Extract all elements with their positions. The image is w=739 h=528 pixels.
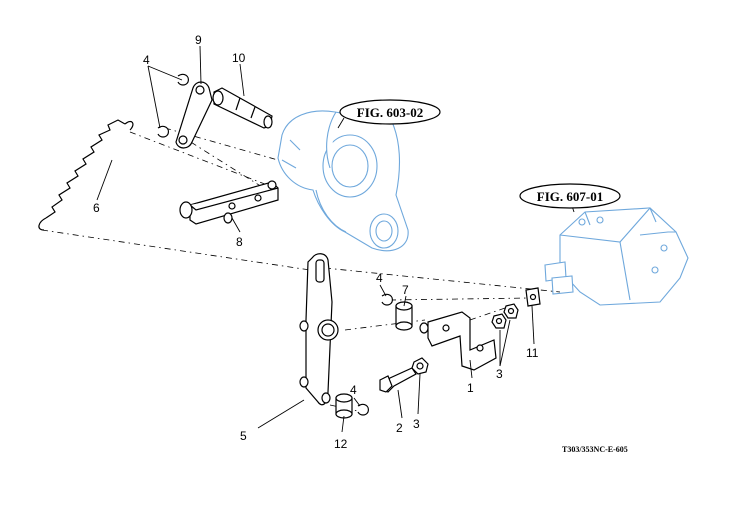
reference-housing-603-02 [277,110,409,252]
e-rings-upper [157,73,189,138]
callout-8: 8 [236,235,243,249]
bushing-part-12 [335,393,353,419]
callout-4-lower: 4 [350,383,357,397]
callout-1: 1 [467,381,474,395]
diagram-code: T303/353NC-E-605 [562,445,628,454]
shaft-part-10 [212,87,273,129]
callout-6: 6 [93,201,100,215]
callout-5: 5 [240,429,247,443]
callout-3-lower: 3 [413,417,420,431]
callout-9: 9 [195,33,202,47]
nut-part-3-lower [411,357,429,375]
e-ring-middle [381,293,393,306]
callout-3-right: 3 [496,367,503,381]
callout-11: 11 [526,346,539,360]
figure-ref-603-02[interactable]: FIG. 603-02 [339,99,441,125]
callout-7: 7 [402,283,409,297]
bolt-part-2 [379,367,417,394]
figure-ref-603-02-label: FIG. 603-02 [357,105,423,120]
figure-ref-607-01[interactable]: FIG. 607-01 [519,183,621,209]
callout-4-upper: 4 [143,53,150,67]
callout-10: 10 [232,51,246,65]
callout-4-middle: 4 [376,271,383,285]
bracket-part-1 [419,311,497,371]
callout-2: 2 [396,421,403,435]
figure-ref-607-01-label: FIG. 607-01 [537,189,603,204]
arm-part-9 [175,81,213,149]
spring-part-6 [38,119,134,231]
e-ring-lower [357,403,369,416]
callout-12: 12 [334,437,348,451]
plate-part-8 [179,180,279,225]
lever-part-5 [299,253,339,406]
leader-lines [96,45,575,433]
bushing-part-7 [395,301,413,331]
clip-part-11 [525,287,541,307]
callouts: 9 10 4 6 8 4 7 5 12 4 2 3 1 3 11 [93,33,539,451]
nuts-part-3-right [491,303,519,329]
reference-housing-607-01 [544,207,689,306]
